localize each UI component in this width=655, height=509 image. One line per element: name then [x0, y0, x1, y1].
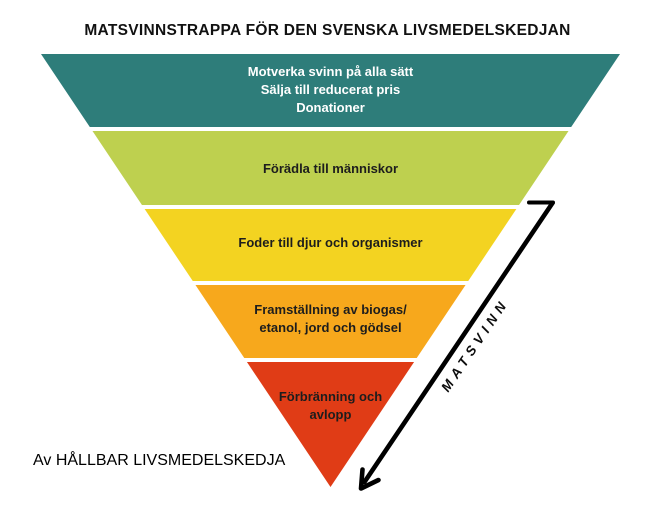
- layer-label-motverka-svinn: Motverka svinn på alla sätt Sälja till r…: [3, 63, 655, 117]
- layer-text-line: Sälja till reducerat pris: [260, 82, 401, 97]
- arrow-shaft: [362, 200, 555, 485]
- layer-text-line: Förbränning och: [278, 389, 383, 404]
- footer-credit: Av HÅLLBAR LIVSMEDELSKEDJA: [33, 452, 286, 469]
- layer-label-biogas: Framställning av biogas/ etanol, jord oc…: [3, 301, 655, 337]
- matsvinn-arrow: [358, 200, 555, 491]
- funnel-layer-motverka-svinn: [41, 54, 620, 127]
- layer-text-line: Förädla till människor: [262, 161, 399, 176]
- layer-text-line: Framställning av biogas/: [254, 302, 407, 317]
- layer-label-foder: Foder till djur och organismer: [3, 234, 655, 252]
- layer-text-line: Motverka svinn på alla sätt: [247, 64, 414, 79]
- layer-label-foradla: Förädla till människor: [3, 160, 655, 178]
- layer-text-line: Donationer: [296, 100, 365, 115]
- layer-text-line: Foder till djur och organismer: [238, 235, 423, 250]
- page-title: MATSVINNSTRAPPA FÖR DEN SVENSKA LIVSMEDE…: [84, 22, 571, 39]
- layer-text-line: etanol, jord och gödsel: [259, 320, 402, 335]
- layer-label-forbranning: Förbränning och avlopp: [3, 388, 655, 424]
- funnel-layers: [41, 54, 620, 487]
- arrow-head: [358, 467, 381, 491]
- funnel-layer-foradla-till-manniskor: [92, 131, 569, 205]
- funnel-layer-foder-till-djur: [144, 209, 517, 281]
- layer-text-line: avlopp: [309, 407, 352, 422]
- funnel-layer-forbranning-avlopp: [246, 362, 415, 487]
- funnel-layer-framstallning-biogas: [195, 285, 466, 358]
